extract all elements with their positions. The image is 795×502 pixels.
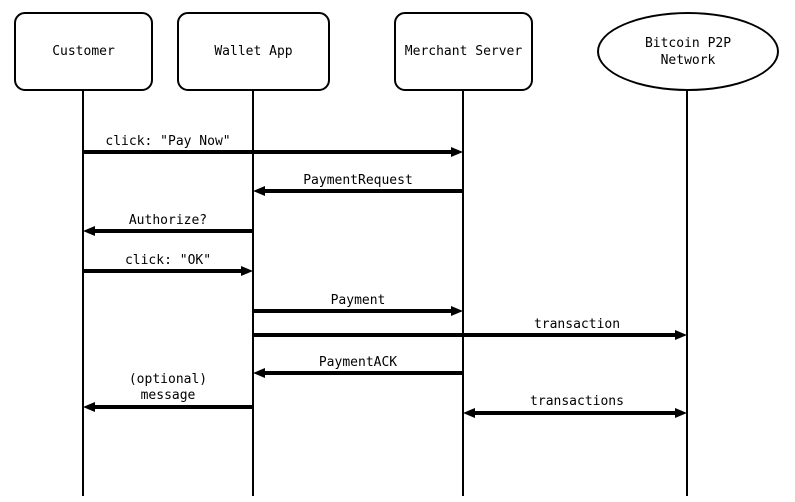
message-payment-arrowhead	[451, 305, 463, 316]
actor-bitcoin-p2p-network-label: Bitcoin P2P Network	[644, 35, 732, 68]
message-authorize-label: Authorize?	[126, 213, 210, 229]
lifeline-wallet-app	[252, 91, 254, 496]
message-payment-request-arrowhead	[253, 185, 265, 196]
message-optional-message-label: (optional) message	[126, 372, 210, 404]
message-optional-message-arrowhead	[83, 401, 95, 412]
message-authorize-line	[95, 229, 253, 233]
message-transaction-arrowhead	[675, 329, 687, 340]
actor-customer-label: Customer	[52, 44, 115, 59]
actor-wallet-app-label: Wallet App	[214, 44, 293, 59]
lifeline-merchant-server	[462, 91, 464, 496]
message-click-ok-arrowhead	[241, 265, 253, 276]
message-transactions-arrowhead-left	[463, 407, 475, 418]
message-transactions-label: transactions	[528, 394, 626, 410]
message-payment-request-label: PaymentRequest	[301, 173, 415, 189]
message-transaction-label: transaction	[531, 317, 623, 333]
message-transaction-line	[253, 333, 675, 337]
message-authorize-arrowhead	[83, 225, 95, 236]
message-payment-ack-line	[265, 371, 463, 375]
actor-merchant-server: Merchant Server	[394, 12, 533, 91]
message-click-pay-now-label: click: "Pay Now"	[103, 134, 233, 150]
message-payment-label: Payment	[328, 293, 388, 309]
actor-bitcoin-p2p-network: Bitcoin P2P Network	[597, 12, 779, 91]
message-payment-request-line	[265, 189, 463, 193]
actor-customer: Customer	[14, 12, 153, 91]
message-click-ok-label: click: "OK"	[122, 253, 214, 269]
message-payment-ack-arrowhead	[253, 367, 265, 378]
lifeline-bitcoin-p2p-network	[686, 91, 688, 496]
message-payment-line	[253, 309, 451, 313]
message-transactions-line	[475, 411, 675, 415]
message-transactions-arrowhead-right	[675, 407, 687, 418]
actor-wallet-app: Wallet App	[177, 12, 330, 91]
actor-merchant-server-label: Merchant Server	[404, 44, 523, 59]
lifeline-customer	[82, 91, 84, 496]
message-click-pay-now-arrowhead	[451, 146, 463, 157]
message-payment-ack-label: PaymentACK	[316, 355, 400, 371]
message-optional-message-line	[95, 405, 253, 409]
message-click-pay-now-line	[83, 150, 451, 154]
message-click-ok-line	[83, 269, 241, 273]
